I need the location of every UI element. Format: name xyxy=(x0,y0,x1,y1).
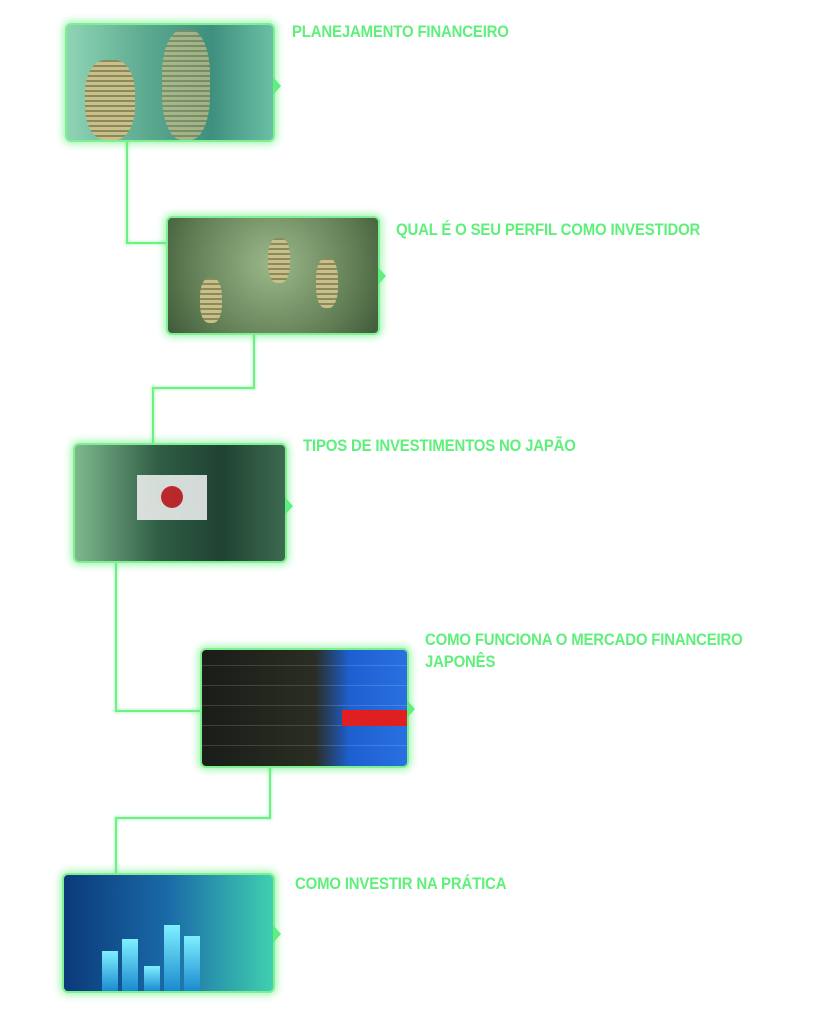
connector-line xyxy=(152,387,255,389)
item-title[interactable]: TIPOS DE INVESTIMENTOS NO JAPÃO xyxy=(303,436,576,455)
invest-practice-image[interactable] xyxy=(62,873,275,993)
red-cell xyxy=(342,710,407,726)
connector-line xyxy=(253,333,255,389)
stock-market-image[interactable] xyxy=(200,648,409,768)
connector-line xyxy=(126,242,167,244)
item-title-line: COMO FUNCIONA O MERCADO FINANCEIRO xyxy=(425,630,743,649)
japan-flag xyxy=(137,475,207,520)
arrow-icon xyxy=(273,77,281,95)
arrow-icon xyxy=(407,700,415,718)
item-title-line: JAPONÊS xyxy=(425,652,496,671)
connector-line xyxy=(152,387,154,444)
connector-line xyxy=(115,710,201,712)
connector-line xyxy=(115,817,117,874)
connector-line xyxy=(115,817,271,819)
arrow-icon xyxy=(378,267,386,285)
arrow-icon xyxy=(285,497,293,515)
coin-stack xyxy=(200,278,222,323)
planning-image[interactable] xyxy=(65,23,275,142)
coin-stack xyxy=(85,60,135,140)
connector-line xyxy=(269,766,271,819)
coin-stack xyxy=(162,30,210,140)
arrow-icon xyxy=(273,925,281,943)
coin-stack xyxy=(268,238,290,283)
item-title[interactable]: COMO FUNCIONA O MERCADO FINANCEIRO JAPON… xyxy=(425,629,743,673)
coin-stack xyxy=(316,258,338,308)
item-title[interactable]: QUAL É O SEU PERFIL COMO INVESTIDOR xyxy=(396,220,701,239)
investor-profile-image[interactable] xyxy=(166,216,380,335)
investment-types-image[interactable] xyxy=(73,443,287,563)
item-title[interactable]: COMO INVESTIR NA PRÁTICA xyxy=(295,874,507,893)
connector-line xyxy=(115,561,117,712)
item-title[interactable]: PLANEJAMENTO FINANCEIRO xyxy=(292,22,509,41)
connector-line xyxy=(126,140,128,244)
